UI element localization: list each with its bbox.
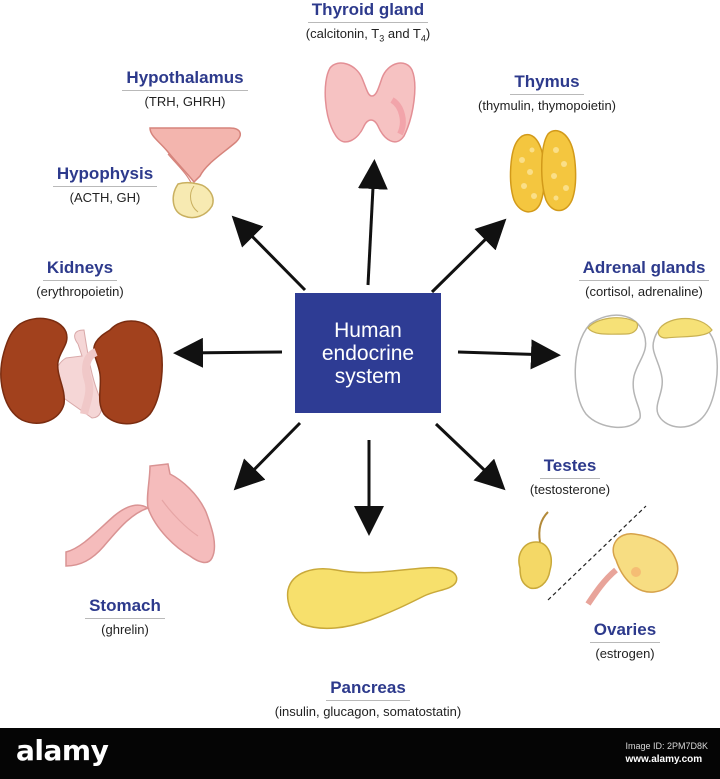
thyroid-illustration	[324, 62, 416, 143]
arrow-down-left	[233, 421, 302, 491]
label-pancreas: Pancreas (insulin, glucagon, somatostati…	[240, 678, 496, 719]
image-meta: Image ID: 2PM7D8K www.alamy.com	[625, 740, 708, 766]
label-ovaries: Ovaries (estrogen)	[560, 620, 690, 661]
adrenal-name: Adrenal glands	[578, 258, 710, 281]
ovaries-hormones: (estrogen)	[595, 646, 655, 661]
diagram-artwork	[0, 62, 718, 630]
thymus-illustration	[509, 129, 577, 213]
arrow-up-left	[231, 215, 307, 292]
arrow-down-right	[434, 422, 506, 491]
hypothalamus-hypophysis-illustration	[149, 127, 241, 219]
label-hypothalamus: Hypothalamus (TRH, GHRH)	[100, 68, 270, 109]
arrow-left	[173, 337, 283, 368]
center-title-line1: Human	[334, 318, 402, 342]
arrow-right	[457, 339, 561, 370]
label-kidneys: Kidneys (erythropoietin)	[10, 258, 150, 299]
hypophysis-hormones: (ACTH, GH)	[69, 190, 141, 205]
label-stomach: Stomach (ghrelin)	[70, 596, 180, 637]
thyroid-hormones: (calcitonin, T3 and T4)	[305, 26, 431, 44]
ovaries-name: Ovaries	[589, 620, 661, 643]
stomach-illustration	[65, 463, 216, 567]
adrenal-glands-illustration	[574, 314, 718, 429]
hypophysis-name: Hypophysis	[52, 164, 158, 187]
thyroid-name: Thyroid gland	[307, 0, 429, 23]
thymus-hormones: (thymulin, thymopoietin)	[478, 98, 616, 113]
ovaries-illustration	[585, 533, 679, 606]
watermark-footer: alamy Image ID: 2PM7D8K www.alamy.com	[0, 728, 720, 779]
center-title-line3: system	[334, 364, 402, 388]
stomach-hormones: (ghrelin)	[101, 622, 149, 637]
label-adrenal-glands: Adrenal glands (cortisol, adrenaline)	[568, 258, 720, 299]
image-id: Image ID: 2PM7D8K	[625, 741, 708, 751]
hypothalamus-name: Hypothalamus	[122, 68, 248, 91]
kidneys-name: Kidneys	[42, 258, 118, 281]
hypothalamus-hormones: (TRH, GHRH)	[144, 94, 226, 109]
endocrine-diagram: Human endocrine system Thyroid gland (ca…	[0, 0, 720, 719]
arrows	[173, 159, 561, 536]
kidneys-illustration	[0, 317, 163, 425]
testes-name: Testes	[539, 456, 601, 479]
arrow-up	[357, 159, 388, 286]
center-title-box: Human endocrine system	[295, 293, 441, 413]
thymus-name: Thymus	[510, 72, 584, 95]
center-title-line2: endocrine	[321, 341, 415, 365]
pancreas-name: Pancreas	[326, 678, 410, 701]
stomach-name: Stomach	[85, 596, 165, 619]
pancreas-hormones: (insulin, glucagon, somatostatin)	[274, 704, 462, 719]
adrenal-hormones: (cortisol, adrenaline)	[585, 284, 703, 299]
kidneys-hormones: (erythropoietin)	[36, 284, 124, 299]
testes-illustration	[518, 505, 647, 601]
label-thyroid: Thyroid gland (calcitonin, T3 and T4)	[278, 0, 458, 44]
label-testes: Testes (testosterone)	[500, 456, 640, 497]
label-hypophysis: Hypophysis (ACTH, GH)	[35, 164, 175, 205]
pancreas-illustration	[286, 566, 458, 630]
alamy-logo: alamy	[16, 734, 109, 767]
site-url: www.alamy.com	[625, 754, 703, 765]
testes-hormones: (testosterone)	[529, 482, 611, 497]
arrow-up-right	[430, 218, 507, 294]
label-thymus: Thymus (thymulin, thymopoietin)	[452, 72, 642, 113]
